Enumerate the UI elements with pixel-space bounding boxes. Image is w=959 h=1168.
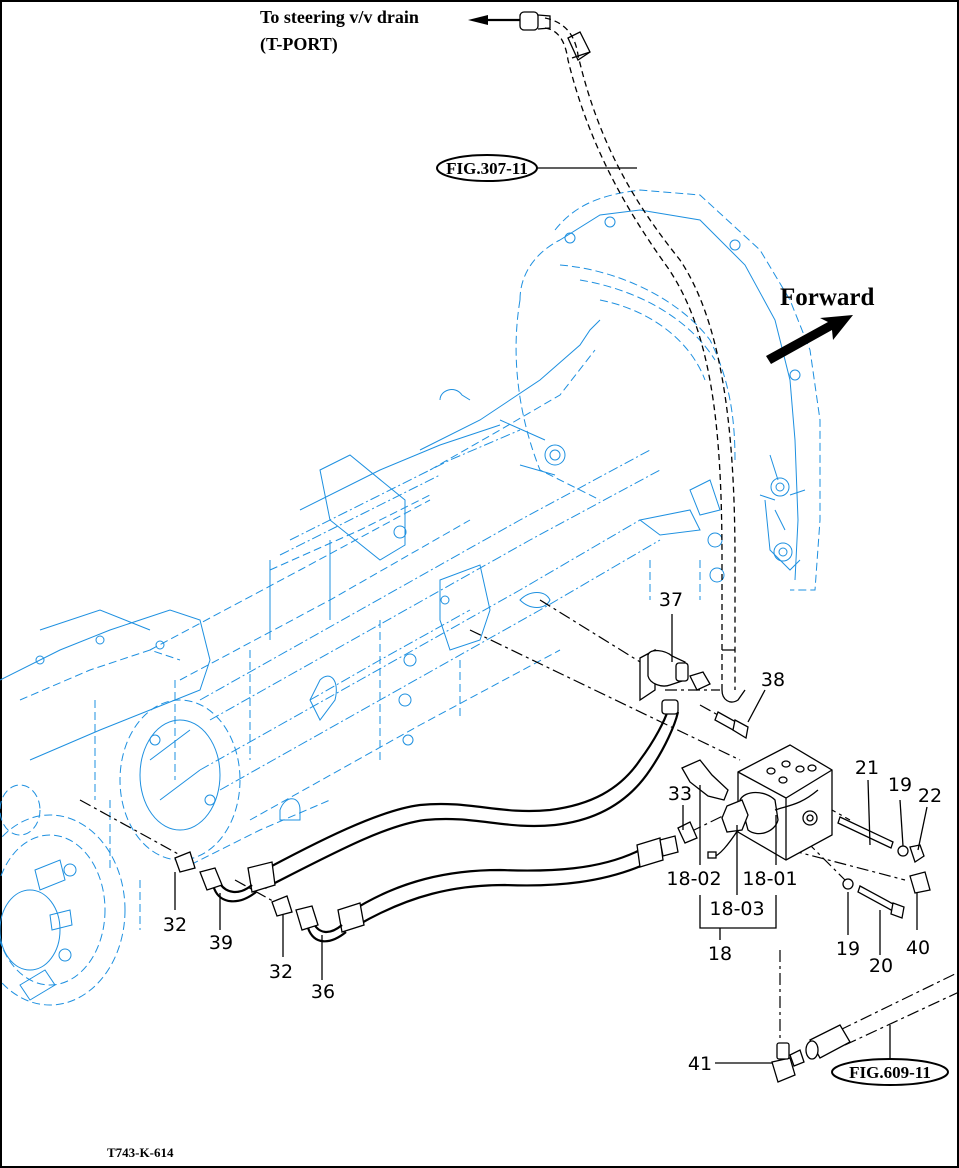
callout-18-01: 18-01 <box>742 868 797 890</box>
callout-40: 40 <box>906 937 930 959</box>
callout-41: 41 <box>688 1053 712 1075</box>
figure-ref-609[interactable]: FIG.609-11 <box>831 1025 949 1086</box>
part-38-bolt[interactable] <box>714 711 749 740</box>
callout-19-lower: 19 <box>836 938 860 960</box>
callout-32-right: 32 <box>269 961 293 983</box>
callout-38: 38 <box>761 669 785 691</box>
part-32-fitting-b[interactable] <box>271 895 293 917</box>
callout-22: 22 <box>918 785 942 807</box>
callout-20: 20 <box>869 955 893 977</box>
part-20-bolt[interactable] <box>857 885 905 919</box>
forward-label: Forward <box>780 284 875 311</box>
drain-annotation-line1: To steering v/v drain <box>260 7 419 27</box>
callout-18-02: 18-02 <box>666 868 721 890</box>
figure-ref-609-label: FIG.609-11 <box>849 1063 931 1082</box>
part-19-washer-a[interactable] <box>897 845 909 857</box>
callout-33: 33 <box>668 783 692 805</box>
drain-annotation-line2: (T-PORT) <box>260 34 338 55</box>
drawing-id: T743-K-614 <box>107 1145 174 1160</box>
callout-labels: 37 38 21 19 22 33 18-02 18-01 18-03 18 1… <box>163 589 942 1075</box>
callout-18-03: 18-03 <box>709 898 764 920</box>
drain-hose <box>468 11 746 703</box>
lower-hose <box>805 971 959 1060</box>
transmission-housing <box>0 189 821 1006</box>
part-32-fitting-a[interactable] <box>174 851 196 873</box>
callout-leaders <box>174 614 928 1064</box>
callout-21: 21 <box>855 757 879 779</box>
part-19-washer-b[interactable] <box>842 878 854 890</box>
part-18-valve-block[interactable] <box>707 744 833 861</box>
callout-39: 39 <box>209 932 233 954</box>
callout-18: 18 <box>708 943 732 965</box>
callout-19-upper: 19 <box>888 774 912 796</box>
part-21-stud[interactable] <box>837 816 894 849</box>
part-33-fitting[interactable] <box>677 821 698 844</box>
pipe-39[interactable] <box>199 699 680 903</box>
forward-indicator: Forward <box>766 284 875 364</box>
part-41-elbow[interactable] <box>771 1042 805 1083</box>
pipe-36[interactable] <box>295 835 679 943</box>
part-37-connector[interactable] <box>639 648 711 702</box>
forward-arrow-icon <box>766 315 853 364</box>
figure-ref-307[interactable]: FIG.307-11 <box>436 154 637 182</box>
part-40-fitting[interactable] <box>909 871 931 894</box>
figure-ref-307-label: FIG.307-11 <box>446 159 528 178</box>
callout-32-left: 32 <box>163 914 187 936</box>
part-22-nut[interactable] <box>909 844 925 864</box>
part-18-02-cartridge[interactable] <box>681 759 729 801</box>
callout-36: 36 <box>311 981 335 1003</box>
callout-37: 37 <box>659 589 683 611</box>
